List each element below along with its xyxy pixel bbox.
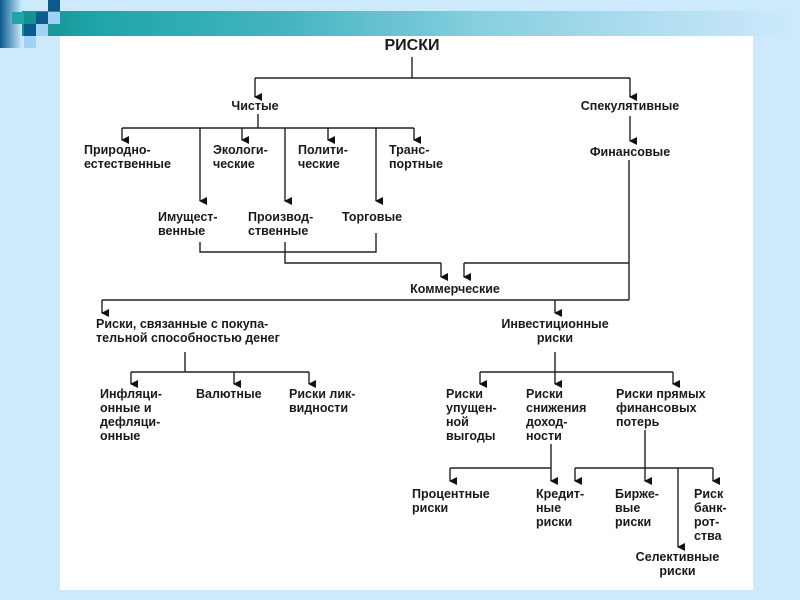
node-invest: Инвестиционные риски <box>501 317 609 345</box>
node-pryamyh: Риски прямых финансовых потерь <box>616 387 706 429</box>
node-procent: Процентные риски <box>412 487 490 515</box>
node-proizvod: Производ- ственные <box>248 210 314 238</box>
node-torgovye: Торговые <box>342 210 403 224</box>
node-ekologi: Экологи- ческие <box>213 143 268 171</box>
node-birzhe: Бирже- вые риски <box>615 487 659 529</box>
connector <box>284 242 441 264</box>
node-spekulyativnye: Спекулятивные <box>580 99 680 113</box>
node-valyutnye: Валютные <box>196 387 262 401</box>
decor-square <box>24 24 36 36</box>
node-kommercheskie: Коммерческие <box>410 282 500 296</box>
node-finansovye: Финансовые <box>589 145 671 159</box>
title-banner <box>0 11 800 36</box>
connector <box>199 233 377 253</box>
node-selekt: Селективные риски <box>635 550 720 578</box>
node-inflyac: Инфляци- онные и дефляци- онные <box>100 387 162 443</box>
node-upushen: Риски упущен- ной выгоды <box>446 387 497 443</box>
node-pokupat: Риски, связанные с покупа- тельной спосо… <box>96 317 280 345</box>
node-imushest: Имущест- венные <box>158 210 218 238</box>
node-politi: Полити- ческие <box>298 143 348 171</box>
node-riski: РИСКИ <box>384 37 440 54</box>
node-trans: Транс- портные <box>389 143 443 171</box>
decor-square <box>48 12 60 24</box>
node-snizhen: Риски снижения доход- ности <box>526 387 587 443</box>
node-likvid: Риски лик- видности <box>289 387 356 415</box>
node-chistye: Чистые <box>231 99 279 113</box>
decor-square <box>12 12 24 24</box>
decor-square <box>36 12 48 24</box>
decor-square <box>36 24 48 36</box>
decor-square <box>48 0 60 11</box>
node-bankrot: Риск банк- рот- ства <box>694 487 727 543</box>
decor-square <box>24 36 36 48</box>
node-kredit: Кредит- ные риски <box>536 487 585 529</box>
node-prirodno: Природно- естественные <box>84 143 171 171</box>
